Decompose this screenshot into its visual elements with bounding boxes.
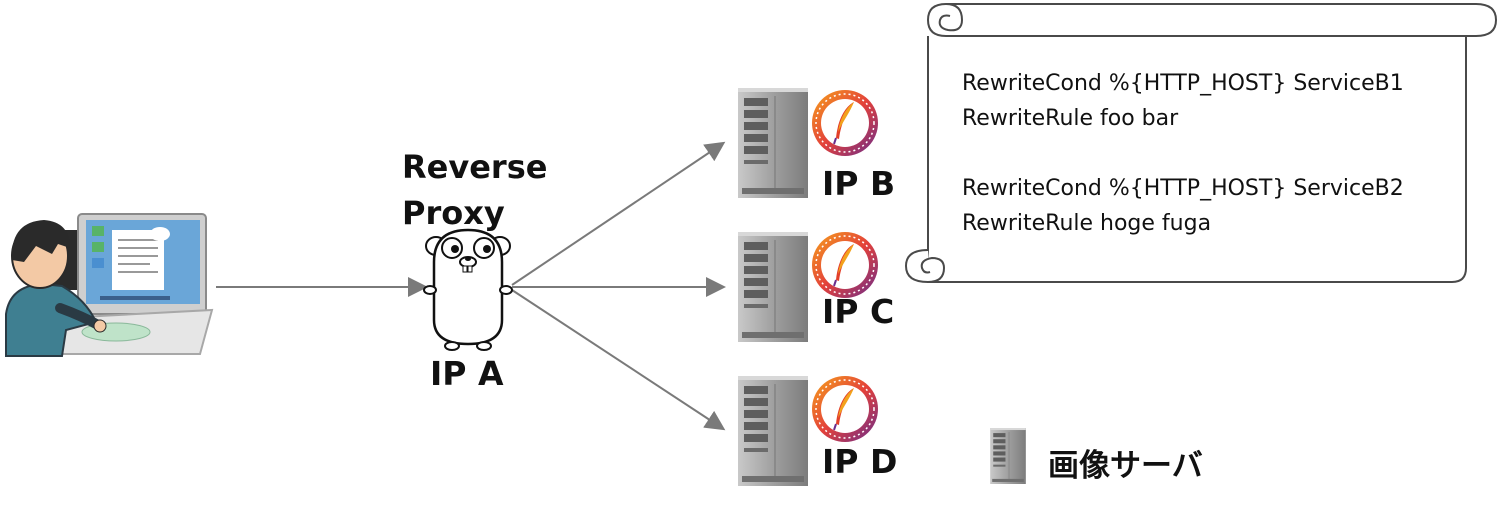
apache-feather-icon xyxy=(811,375,879,443)
apache-feather-icon xyxy=(811,89,879,157)
config-line: RewriteRule foo bar xyxy=(962,106,1179,131)
proxy-title: Reverse Proxy xyxy=(402,144,547,236)
server-ip-label-d: IP D xyxy=(822,442,898,481)
server-ip-label-b: IP B xyxy=(822,164,896,203)
server-icon xyxy=(738,376,808,486)
proxy-title-line-2: Proxy xyxy=(402,194,505,232)
config-line: RewriteRule hoge fuga xyxy=(962,211,1212,236)
scroll-icon xyxy=(904,3,1498,284)
arrow-proxy-to-ip-b xyxy=(511,141,726,286)
config-line: RewriteCond %{HTTP_HOST} ServiceB2 xyxy=(962,176,1404,201)
config-line: RewriteCond %{HTTP_HOST} ServiceB1 xyxy=(962,71,1404,96)
server-icon xyxy=(738,232,808,342)
legend-label: 画像サーバ xyxy=(1048,448,1203,484)
apache-feather-icon xyxy=(811,231,879,299)
gopher-icon xyxy=(423,228,513,351)
config-text: RewriteCond %{HTTP_HOST} ServiceB1 Rewri… xyxy=(962,66,1404,241)
user-at-computer-icon xyxy=(5,213,214,357)
legend-server-icon xyxy=(990,428,1026,484)
config-line xyxy=(962,136,1404,171)
server-ip-label-c: IP C xyxy=(822,292,895,331)
arrow-proxy-to-ip-d xyxy=(511,289,726,431)
proxy-title-line-1: Reverse xyxy=(402,148,548,186)
proxy-ip-label: IP A xyxy=(430,354,504,393)
server-icon xyxy=(738,88,808,198)
